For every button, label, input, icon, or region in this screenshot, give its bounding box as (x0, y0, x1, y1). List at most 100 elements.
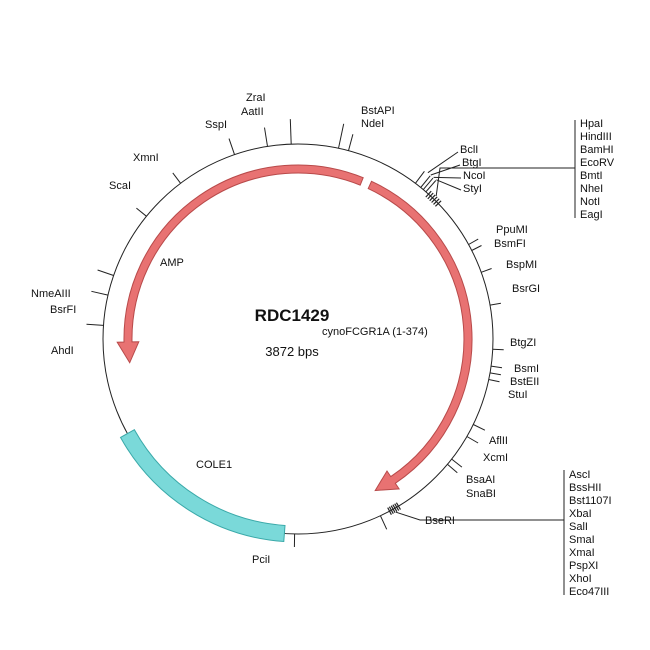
feature-amp-arrow[interactable] (116, 164, 364, 364)
feature-cynofcgr1a-arrow[interactable] (367, 180, 473, 492)
mcs-tick (394, 503, 400, 511)
site-tick (348, 134, 354, 151)
site-label-nmeaiii[interactable]: NmeAIII (31, 288, 71, 300)
site-label-ppumi[interactable]: PpuMI (496, 224, 528, 236)
site-tick (414, 171, 425, 184)
mcs-tick (431, 196, 438, 203)
site-tick (489, 302, 501, 306)
site-tick (471, 245, 482, 251)
mcs2-site[interactable]: PspXI (569, 560, 598, 572)
site-label-bsteii[interactable]: BstEII (510, 376, 539, 388)
site-label-styi[interactable]: StyI (463, 183, 482, 195)
mcs2-site[interactable]: BssHII (569, 482, 601, 494)
mcs1-site[interactable]: EagI (580, 209, 603, 221)
site-label-bsmfi[interactable]: BsmFI (494, 238, 526, 250)
site-leader (436, 179, 462, 191)
plasmid-backbone (102, 143, 494, 535)
mcs1-site[interactable]: HpaI (580, 118, 603, 130)
site-label-xcmi[interactable]: XcmI (483, 452, 508, 464)
site-label-pcii[interactable]: PciI (252, 554, 270, 566)
site-leader (427, 151, 459, 174)
mcs1-site-list: HpaI HindIII BamHI EcoRV BmtI NheI NotI … (574, 118, 615, 221)
mcs2-site[interactable]: XhoI (569, 573, 592, 585)
mcs1-site[interactable]: EcoRV (580, 157, 615, 169)
mcs1-cluster-marks (425, 167, 575, 207)
site-tick (97, 269, 114, 276)
site-leader (433, 176, 462, 179)
mcs2-site[interactable]: SmaI (569, 534, 595, 546)
mcs-tick (387, 507, 392, 515)
plasmid-size: 3872 bps (265, 344, 319, 359)
feature-label-cynofcgr1a: cynoFCGR1A (1-374) (322, 326, 428, 338)
mcs-tick (425, 190, 432, 198)
site-tick (451, 458, 463, 468)
mcs-tick (434, 200, 442, 207)
site-label-bsaai[interactable]: BsaAI (466, 474, 495, 486)
mcs2-site[interactable]: AscI (569, 469, 590, 481)
site-label-bseri[interactable]: BseRI (425, 515, 455, 527)
mcs-tick (388, 506, 394, 514)
site-tick (466, 436, 479, 444)
mcs2-site-list: AscI BssHII Bst1107I XbaI SalI SmaI XmaI… (563, 469, 612, 598)
mcs-tick (395, 502, 402, 510)
site-tick (481, 268, 492, 273)
mcs-tick (390, 505, 396, 513)
site-tick (491, 365, 503, 369)
mcs2-site[interactable]: Eco47III (569, 586, 609, 598)
feature-cole1-box[interactable] (119, 429, 286, 543)
site-label-ahdi[interactable]: AhdI (51, 345, 74, 357)
site-label-bsrgi[interactable]: BsrGI (512, 283, 540, 295)
mcs2-site[interactable]: XbaI (569, 508, 592, 520)
plasmid-name: RDC1429 (255, 306, 330, 325)
mcs1-site[interactable]: BamHI (580, 144, 614, 156)
site-label-btgzi[interactable]: BtgZI (510, 337, 536, 349)
mcs-tick (429, 194, 436, 202)
site-label-aatii[interactable]: AatII (241, 106, 264, 118)
site-label-bcli[interactable]: BclI (460, 144, 478, 156)
site-ticks (86, 119, 504, 548)
site-label-scai[interactable]: ScaI (109, 180, 131, 192)
mcs1-site[interactable]: NotI (580, 196, 600, 208)
site-label-ncoi[interactable]: NcoI (463, 170, 486, 182)
mcs1-site[interactable]: BmtI (580, 170, 603, 182)
site-label-snabi[interactable]: SnaBI (466, 488, 496, 500)
site-tick (86, 323, 104, 326)
site-tick (420, 175, 431, 188)
site-tick (488, 379, 500, 383)
mcs-connector (395, 511, 564, 521)
mcs1-site[interactable]: HindIII (580, 131, 612, 143)
mcs2-site[interactable]: SalI (569, 521, 588, 533)
site-tick (228, 138, 235, 155)
site-tick (447, 463, 458, 474)
site-label-bstapi[interactable]: BstAPI (361, 105, 395, 117)
mcs1-site[interactable]: NheI (580, 183, 603, 195)
site-tick (473, 424, 486, 431)
site-label-bsrfi[interactable]: BsrFI (50, 304, 76, 316)
site-label-aflii[interactable]: AflII (489, 435, 508, 447)
site-label-xmni[interactable]: XmnI (133, 152, 159, 164)
feature-label-amp: AMP (160, 257, 184, 269)
site-tick (338, 123, 345, 149)
site-tick (422, 177, 434, 190)
mcs2-site[interactable]: XmaI (569, 547, 595, 559)
site-tick (425, 180, 437, 193)
site-label-bsmi[interactable]: BsmI (514, 363, 539, 375)
site-label-bspmi[interactable]: BspMI (506, 259, 537, 271)
site-label-stui[interactable]: StuI (508, 389, 528, 401)
site-tick (172, 172, 182, 184)
feature-label-cole1: COLE1 (196, 459, 232, 471)
site-tick (489, 372, 501, 376)
site-label-ndei[interactable]: NdeI (361, 118, 384, 130)
site-tick (492, 348, 504, 351)
site-label-zrai[interactable]: ZraI (246, 92, 266, 104)
mcs-tick (392, 504, 398, 512)
mcs2-site[interactable]: Bst1107I (569, 495, 612, 507)
mcs-tick (433, 198, 440, 205)
site-tick (379, 515, 388, 530)
site-tick (136, 207, 147, 217)
site-tick (289, 119, 292, 145)
site-label-sspi[interactable]: SspI (205, 119, 227, 131)
site-tick (264, 127, 268, 147)
site-label-btgi[interactable]: BtgI (462, 157, 482, 169)
